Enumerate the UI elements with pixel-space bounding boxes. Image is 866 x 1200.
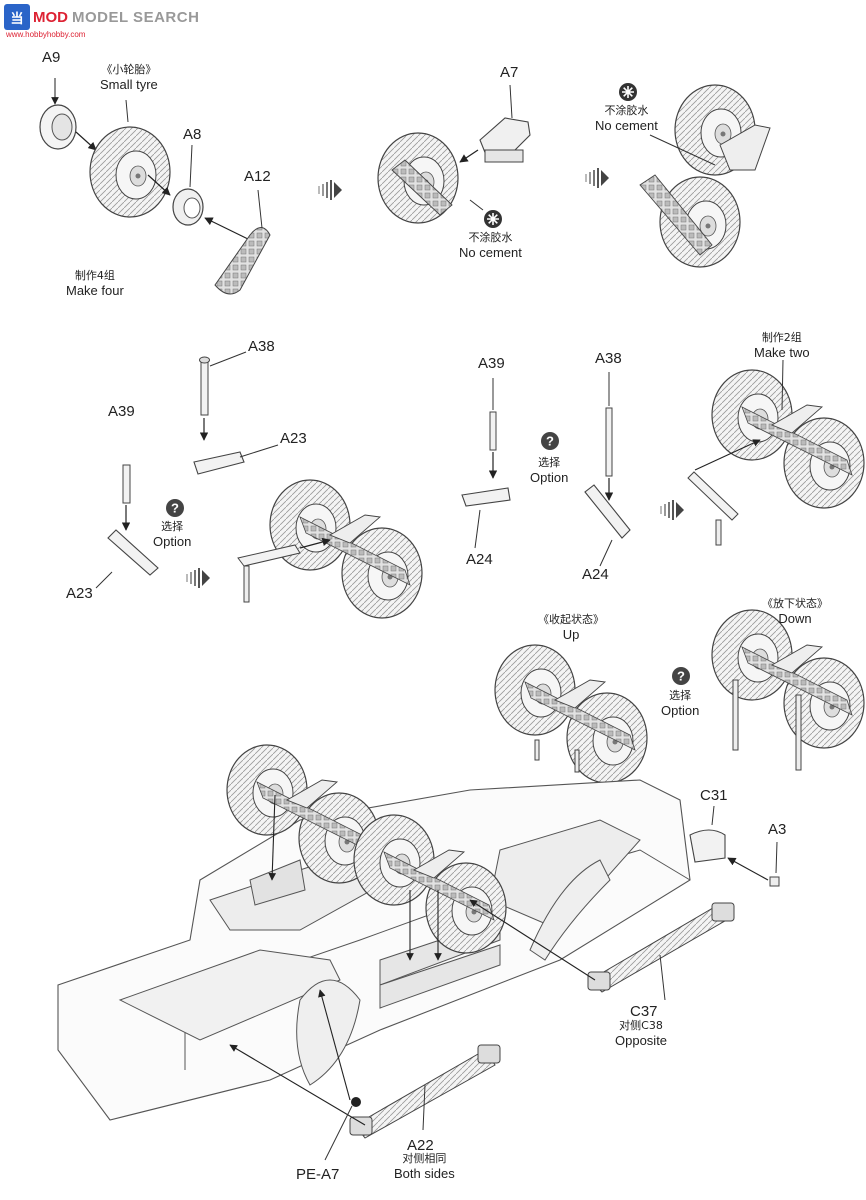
part-label-a7: A7: [500, 64, 519, 81]
down-en: Down: [778, 611, 812, 626]
make-four-en: Make four: [66, 283, 124, 298]
up-cn: 《收起状态》: [538, 613, 604, 626]
step2-drawing: [377, 84, 609, 229]
option-cn-3: 选择: [669, 689, 692, 702]
no-cement-cn-1: 不涂胶水: [468, 231, 513, 244]
both-sides-note: 对侧相同 Both sides: [394, 1152, 455, 1181]
no-cement-note-1: 不涂胶水 No cement: [459, 231, 522, 260]
part-label-c31: C31: [700, 787, 728, 804]
option-en-1: Option: [153, 534, 192, 549]
option-en-2: Option: [530, 470, 569, 485]
both-sides-cn: 对侧相同: [402, 1152, 447, 1165]
part-label-a24-left: A24: [466, 551, 493, 568]
small-tyre-en: Small tyre: [100, 77, 158, 92]
make-two-cn: 制作2组: [761, 331, 802, 344]
option-cn-1: 选择: [161, 520, 184, 533]
watermark-url: www.hobbyhobby.com: [6, 30, 86, 39]
no-cement-en-1: No cement: [459, 245, 522, 260]
part-label-a8: A8: [183, 126, 202, 143]
part-label-a24-right: A24: [582, 566, 609, 583]
part-label-a3: A3: [768, 821, 787, 838]
part-label-pe-a7: PE-A7: [296, 1166, 340, 1183]
watermark-brand: MODEL SEARCH: [72, 8, 200, 26]
option-note-1: 选择 Option: [153, 520, 191, 549]
no-cement-cn-2: 不涂胶水: [604, 104, 649, 117]
watermark-logo-icon: 当: [4, 4, 30, 30]
part-label-a23-bottom: A23: [66, 585, 93, 602]
no-cement-en-2: No cement: [595, 118, 658, 133]
make-four-note: 制作4组 Make four: [66, 269, 124, 298]
step4-drawing: [95, 351, 422, 618]
up-en: Up: [562, 627, 580, 642]
part-label-a12: A12: [244, 168, 271, 185]
down-note: 《放下状态》 Down: [762, 597, 828, 626]
both-sides-en: Both sides: [394, 1166, 455, 1181]
opposite-en: Opposite: [615, 1033, 668, 1048]
step5-drawing: [461, 359, 864, 567]
opposite-note: 对侧C38 Opposite: [615, 1019, 667, 1048]
make-four-cn: 制作4组: [74, 269, 115, 282]
part-label-a39-right: A39: [478, 355, 505, 372]
option-cn-2: 选择: [538, 456, 561, 469]
part-label-a38-left: A38: [248, 338, 275, 355]
no-cement-note-2: 不涂胶水 No cement: [595, 104, 658, 133]
part-label-a22: A22: [407, 1137, 434, 1154]
step3-drawing: [618, 82, 771, 268]
part-label-a9: A9: [42, 49, 61, 66]
step6-drawing: [495, 610, 864, 783]
up-note: 《收起状态》 Up: [538, 613, 604, 642]
small-tyre-note: 《小轮胎》 Small tyre: [100, 63, 158, 92]
part-label-a38-right: A38: [595, 350, 622, 367]
step1-drawing: [39, 78, 342, 295]
part-label-c37: C37: [630, 1003, 658, 1020]
option-note-3: 选择 Option: [661, 689, 699, 718]
option-en-3: Option: [661, 703, 700, 718]
watermark-brand-red: MOD: [33, 8, 68, 26]
watermark: 当 MOD MODEL SEARCH www.hobbyhobby.com: [4, 4, 200, 39]
part-label-a39-left: A39: [108, 403, 135, 420]
option-note-2: 选择 Option: [530, 456, 568, 485]
make-two-note: 制作2组 Make two: [754, 331, 810, 360]
opposite-cn: 对侧C38: [619, 1019, 663, 1032]
down-cn: 《放下状态》: [762, 597, 828, 610]
make-two-en: Make two: [754, 345, 810, 360]
step7-drawing: [57, 745, 780, 1161]
small-tyre-cn: 《小轮胎》: [101, 63, 157, 76]
part-label-a23-top: A23: [280, 430, 307, 447]
